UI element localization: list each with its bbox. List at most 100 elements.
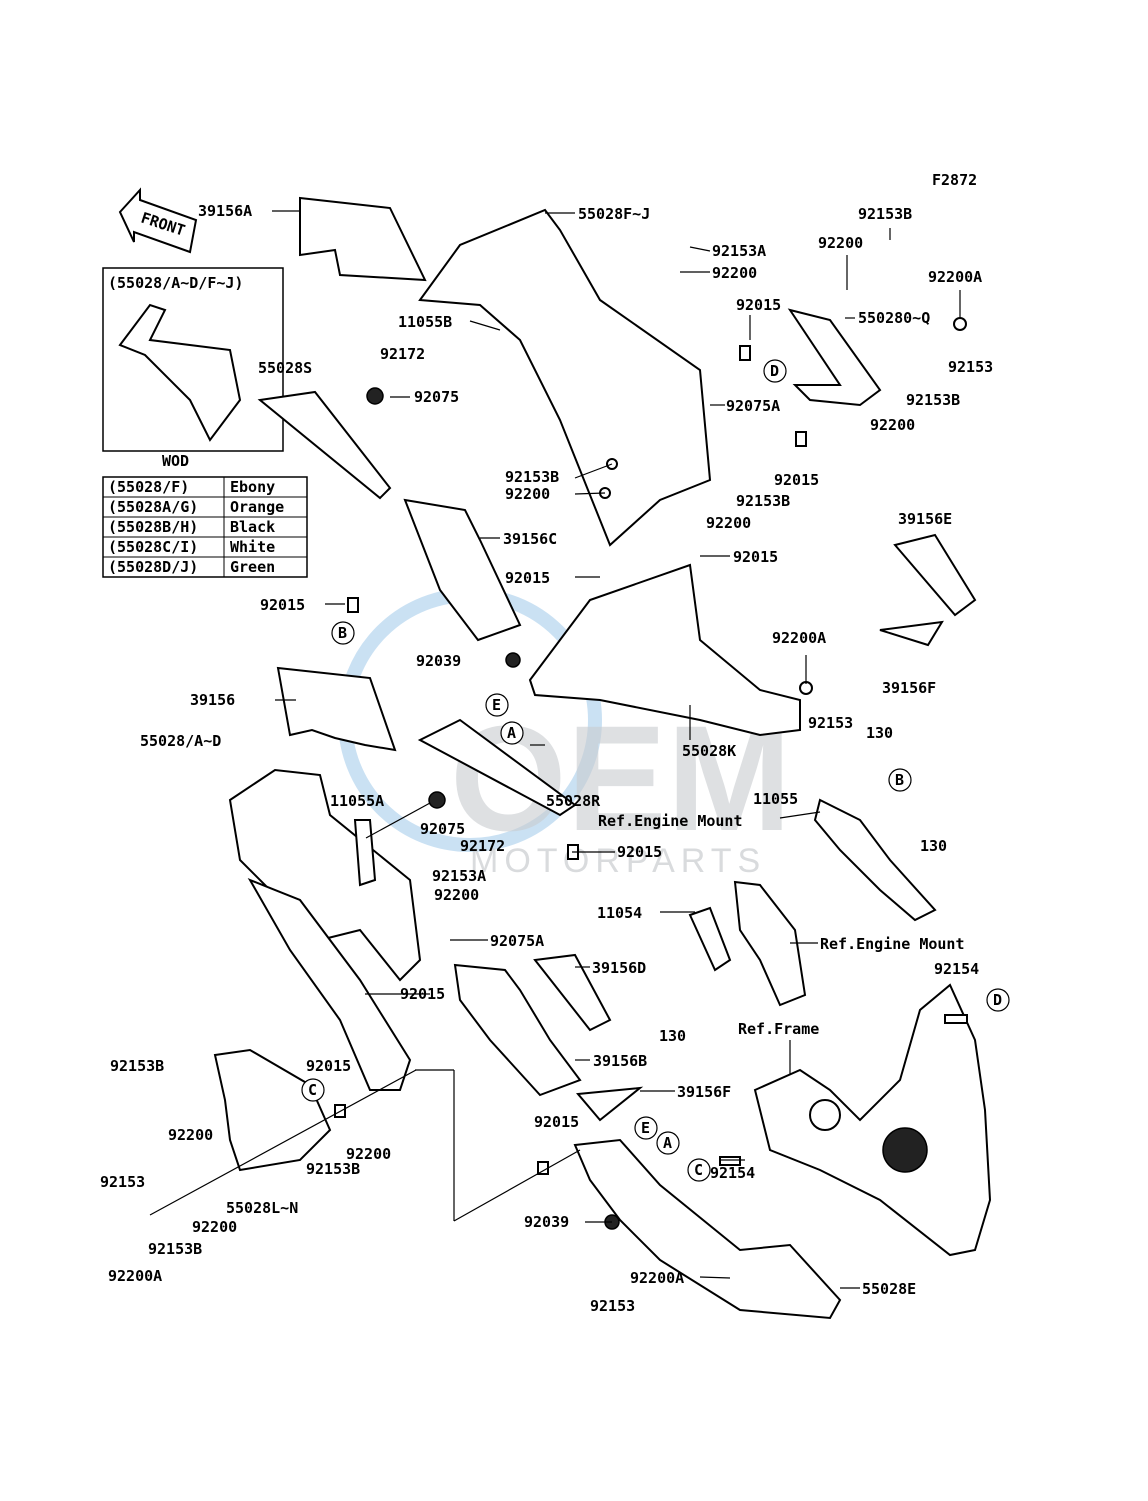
callout-b-label: B bbox=[338, 624, 347, 642]
label-92153: 92153 bbox=[100, 1173, 145, 1191]
part-39156F-low bbox=[576, 1086, 644, 1122]
label-92015: 92015 bbox=[260, 596, 305, 614]
label-55028K: 55028K bbox=[682, 742, 736, 760]
label-92075: 92075 bbox=[414, 388, 459, 406]
table-code: (55028C/I) bbox=[108, 538, 198, 556]
part-39156C bbox=[403, 498, 522, 642]
label-92015: 92015 bbox=[306, 1057, 351, 1075]
part-labels: 39156A 55028F~J 92153A 92200 92200 92153… bbox=[100, 202, 993, 1315]
label-92200: 92200 bbox=[706, 514, 751, 532]
callout-c-low bbox=[687, 1158, 711, 1182]
label-92039: 92039 bbox=[524, 1213, 569, 1231]
part-55028A-D-lower bbox=[247, 878, 412, 1091]
label-92153B: 92153B bbox=[736, 492, 790, 510]
label-ref-frame: Ref.Frame bbox=[738, 1020, 819, 1038]
callout-d-right-label: D bbox=[993, 991, 1002, 1009]
inset-frame bbox=[102, 267, 284, 452]
label-55028L-N: 55028L~N bbox=[226, 1199, 298, 1217]
label-92154: 92154 bbox=[710, 1164, 755, 1182]
part-39156E bbox=[893, 533, 977, 617]
callout-a-low bbox=[656, 1131, 680, 1155]
table-code: (55028D/J) bbox=[108, 558, 198, 576]
table-color: White bbox=[230, 538, 275, 556]
callout-a bbox=[500, 721, 524, 745]
callout-e-label: E bbox=[492, 696, 501, 714]
part-11055 bbox=[813, 798, 937, 922]
table-code: (55028A/G) bbox=[108, 498, 198, 516]
front-arrow: FRONT bbox=[118, 187, 198, 254]
callout-b-right-label: B bbox=[895, 771, 904, 789]
label-39156E: 39156E bbox=[898, 510, 952, 528]
table-code: (55028B/H) bbox=[108, 518, 198, 536]
part-39156 bbox=[276, 666, 397, 752]
part-39156A bbox=[299, 196, 427, 282]
leaders bbox=[149, 210, 961, 1289]
part-engine-mount-bracket bbox=[733, 880, 807, 1007]
label-92153B: 92153B bbox=[306, 1160, 360, 1178]
collar-92015 bbox=[347, 597, 359, 613]
label-11055B: 11055B bbox=[398, 313, 452, 331]
label-130: 130 bbox=[659, 1027, 686, 1045]
callouts: B D E A B D C E A C bbox=[301, 359, 1010, 1182]
callout-c-low-label: C bbox=[694, 1161, 703, 1179]
clip-92039 bbox=[505, 652, 521, 668]
part-55028R bbox=[417, 718, 577, 817]
inset-box: (55028/A~D/F~J) WOD bbox=[102, 267, 284, 470]
label-92172: 92172 bbox=[460, 837, 505, 855]
label-39156D: 39156D bbox=[592, 959, 646, 977]
label-92015: 92015 bbox=[733, 548, 778, 566]
label-92153: 92153 bbox=[590, 1297, 635, 1315]
part-55028K bbox=[528, 563, 801, 737]
label-92153A: 92153A bbox=[432, 867, 486, 885]
inset-title: (55028/A~D/F~J) bbox=[108, 274, 243, 292]
part-frame bbox=[753, 983, 992, 1257]
callout-d-right bbox=[986, 988, 1010, 1012]
callout-e bbox=[485, 693, 509, 717]
grommet-92075 bbox=[366, 387, 384, 405]
label-92200: 92200 bbox=[192, 1218, 237, 1236]
label-39156C: 39156C bbox=[503, 530, 557, 548]
label-92039: 92039 bbox=[416, 652, 461, 670]
label-92153: 92153 bbox=[808, 714, 853, 732]
label-92172: 92172 bbox=[380, 345, 425, 363]
part-39156F bbox=[879, 620, 944, 647]
label-55028A-D: 55028/A~D bbox=[140, 732, 221, 750]
callout-c bbox=[301, 1078, 325, 1102]
label-39156A: 39156A bbox=[198, 202, 252, 220]
table-color: Black bbox=[230, 518, 275, 536]
label-11055A: 11055A bbox=[330, 792, 384, 810]
label-92153B: 92153B bbox=[858, 205, 912, 223]
callout-a-label: A bbox=[507, 724, 516, 742]
label-39156B: 39156B bbox=[593, 1052, 647, 1070]
label-55028O-Q: 550280~Q bbox=[858, 309, 930, 327]
label-92153B: 92153B bbox=[148, 1240, 202, 1258]
label-92153B: 92153B bbox=[906, 391, 960, 409]
label-92015: 92015 bbox=[774, 471, 819, 489]
label-92200A: 92200A bbox=[108, 1267, 162, 1285]
part-55028E bbox=[573, 1138, 842, 1320]
label-92075A: 92075A bbox=[726, 397, 780, 415]
label-92200: 92200 bbox=[712, 264, 757, 282]
callout-d-label: D bbox=[770, 362, 779, 380]
label-92200: 92200 bbox=[168, 1126, 213, 1144]
label-55028E: 55028E bbox=[862, 1280, 916, 1298]
part-55028O-Q bbox=[787, 308, 882, 407]
label-92015: 92015 bbox=[505, 569, 550, 587]
label-92200: 92200 bbox=[346, 1145, 391, 1163]
table-color: Ebony bbox=[230, 478, 275, 496]
grommet-92075 bbox=[428, 791, 446, 809]
label-92153: 92153 bbox=[948, 358, 993, 376]
part-39156B bbox=[453, 963, 582, 1097]
inset-fairing bbox=[118, 303, 242, 442]
callout-a-low-label: A bbox=[663, 1134, 672, 1152]
callout-d bbox=[763, 359, 787, 383]
figure-code: F2872 bbox=[932, 171, 977, 189]
label-92200: 92200 bbox=[434, 886, 479, 904]
part-55028S bbox=[257, 390, 392, 500]
part-39156D bbox=[533, 953, 612, 1032]
label-92200: 92200 bbox=[505, 485, 550, 503]
label-92200: 92200 bbox=[870, 416, 915, 434]
callout-b bbox=[331, 621, 355, 645]
